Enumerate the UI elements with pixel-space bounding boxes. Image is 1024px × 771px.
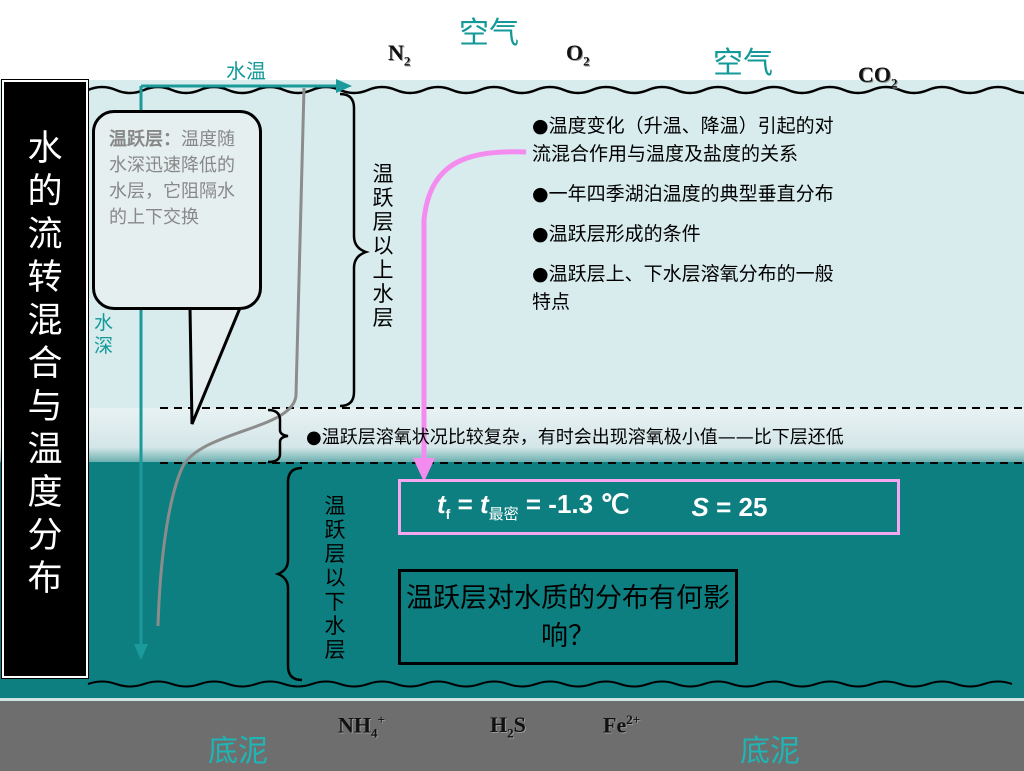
formula-salinity: S = 25 [691,491,768,522]
question-text: 温跃层对水质的分布有何影响？ [406,583,730,652]
bullet-item: ●一年四季湖泊温度的典型垂直分布 [532,183,834,205]
pink-arrow [421,149,527,466]
thermocline-oxygen-note: ●温跃层溶氧状况比较复杂，有时会出现溶氧极小值——比下层还低 [306,427,844,448]
gas-nh4: NH4+ [338,712,385,741]
sediment-label-left: 底泥 [208,734,268,769]
bullet-item: ●温跃层上、下水层溶氧分布的一般特点 [532,263,834,313]
brace-below-layer [274,466,303,682]
thermocline-definition-callout: 温跃层：温度随水深迅速降低的水层，它阻隔水的上下交换 [92,110,262,310]
temperature-axis-label: 水温 [226,59,266,83]
gas-h2s: H2S [490,712,526,741]
formula-left: tf = t最密 = -1.3 ℃ [437,489,630,524]
gas-o2: O2 [566,40,590,69]
gas-co2: CO2 [858,62,898,91]
gas-fe2: Fe2+ [603,712,641,738]
temperature-profile-curve [156,87,306,627]
label-below-layer: 温跃层以下水层 [324,494,346,662]
sediment-label-right: 底泥 [740,734,800,769]
thermocline-band [0,408,1024,464]
side-title-text: 水的流转混合与温度分布 [27,129,63,599]
callout-pointer [188,306,243,425]
pink-arrowhead [413,458,435,482]
depth-axis-arrowhead [134,644,148,660]
temperature-axis-arrowhead [336,79,352,93]
bullet-list: ●温度变化（升温、降温）引起的对流混合作用与温度及盐度的关系 ●一年四季湖泊温度… [532,112,852,328]
water-surface-wave [87,85,1024,95]
density-formula-box: tf = t最密 = -1.3 ℃ S = 25 [398,479,900,535]
callout-term: 温跃层： [109,129,181,150]
brace-above-layer [339,92,370,408]
callout-definition: 温度随水深迅速降低的水层，它阻隔水的上下交换 [109,129,235,228]
bullet-item: ●温度变化（升温、降温）引起的对流混合作用与温度及盐度的关系 [532,115,834,165]
label-above-layer: 温跃层以上水层 [372,162,394,330]
brace-thermocline [267,408,289,464]
sediment-layer [0,698,1024,771]
air-label-right: 空气 [713,46,773,81]
bottom-wave [87,680,1013,688]
question-box: 温跃层对水质的分布有何影响？ [398,569,738,665]
side-title: 水的流转混合与温度分布 [1,79,89,679]
air-label-left: 空气 [459,16,519,51]
gas-n2: N2 [388,40,411,69]
bullet-item: ●温跃层形成的条件 [532,223,701,245]
depth-axis-label: 水深 [94,312,114,357]
